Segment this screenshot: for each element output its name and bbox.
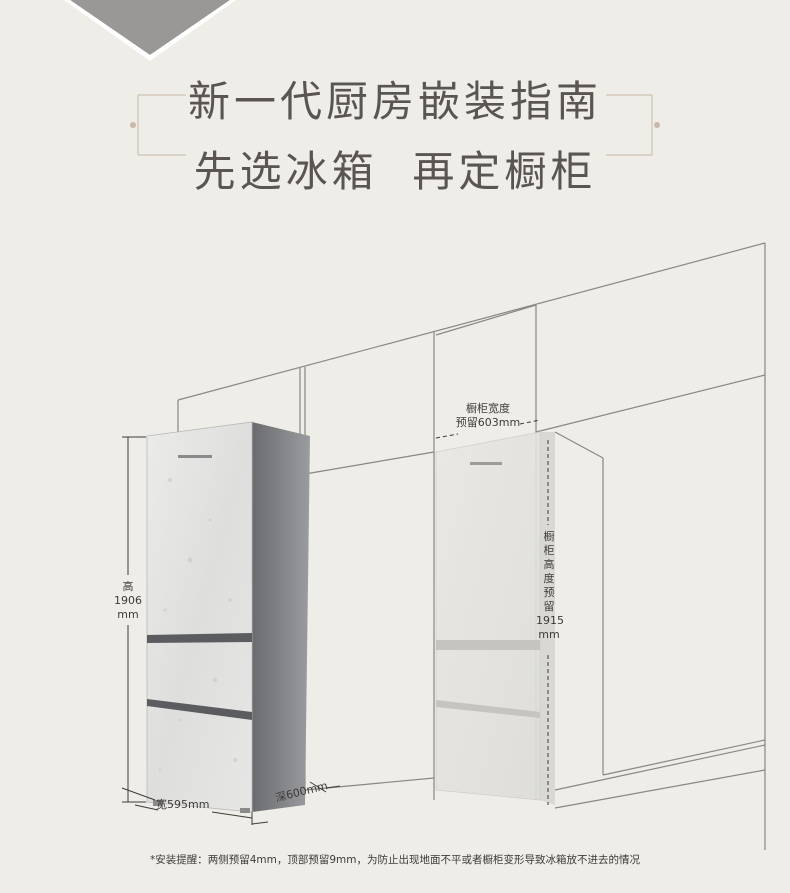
cabinet-height-char: 度 [543,572,555,585]
fridge-height-label: 高 [122,580,134,593]
fridge-logo [178,455,212,458]
fridge-side-panel [252,422,310,812]
title-frame [137,94,653,156]
cabinet-height-label-group: 橱 柜 高 度 预 留 1915 mm [536,530,564,642]
fridge-height-label-group: 高 1906 mm [110,580,146,622]
cabinet-fridge-front [435,431,541,801]
install-footnote: *安装提醒：两侧预留4mm，顶部预留9mm，为防止出现地面不平或者橱柜变形导致冰… [149,854,641,866]
page-title-line-1: 新一代厨房嵌装指南 [187,77,602,126]
fridge-height-dimension [122,436,146,803]
fridge-front-panel [146,421,253,813]
cabinet-width-dimension [435,419,541,439]
cabinet-height-value: 1915 [536,614,564,627]
fridge-depth-dimension [251,781,341,825]
cabinet-width-reserve: 预留603mm [455,416,521,429]
fridge-handle-top [147,633,252,643]
cabinet-width-label-group: 橱柜宽度 预留603mm [448,402,528,430]
fridge-width-label: 宽595mm [156,798,210,811]
cabinet-width-title: 橱柜宽度 [466,402,510,415]
cabinet-height-unit: mm [538,628,560,641]
cabinet-height-char: 橱 [543,530,555,543]
page-title-line-2: 先选冰箱 再定橱柜 [193,147,597,196]
cabinet-height-char: 留 [543,600,555,613]
cabinet-height-char: 柜 [543,544,555,557]
fridge-height-unit: mm [117,608,139,621]
fridge-width-dimension [121,787,253,825]
fridge-handle-bottom [147,699,252,720]
marble-corner-decoration [70,0,230,55]
cabinet-height-char: 预 [543,586,555,599]
fridge-height-value: 1906 [114,594,142,607]
cabinet-height-char: 高 [543,558,555,571]
